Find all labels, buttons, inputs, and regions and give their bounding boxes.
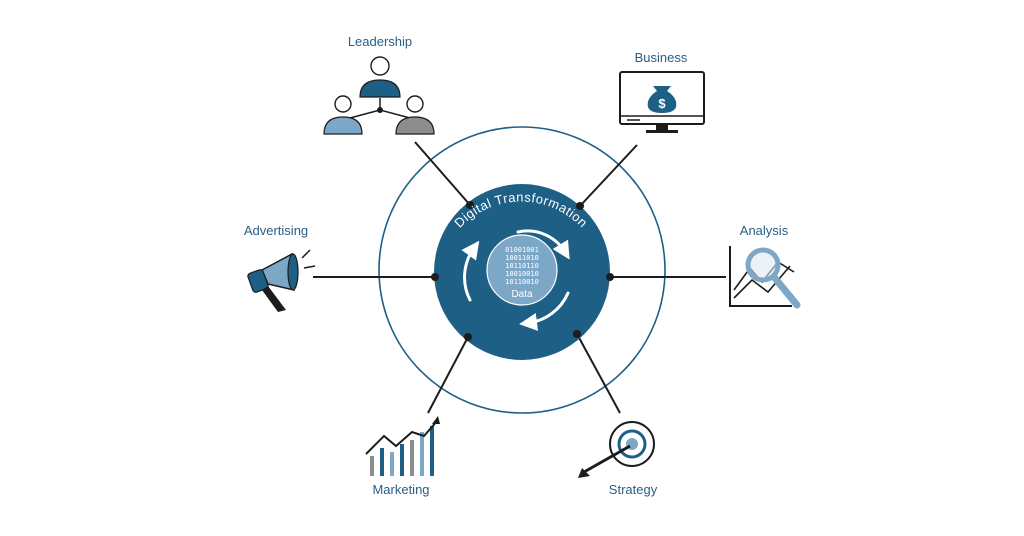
dot-strategy	[573, 330, 581, 338]
target-dart-icon	[578, 421, 655, 478]
binary-block: 01001001 10011010 10110110 10010010 1011…	[505, 246, 539, 286]
label-marketing: Marketing	[372, 482, 429, 497]
binary-line: 10010010	[505, 270, 539, 278]
data-label: Data	[511, 289, 533, 300]
binary-line: 10011010	[505, 254, 539, 262]
dot-advertising	[431, 273, 439, 281]
label-advertising: Advertising	[244, 223, 308, 238]
cycle-arrow-left	[461, 240, 480, 302]
cycle-arrow-right	[519, 291, 570, 331]
binary-line: 01001001	[505, 246, 539, 254]
connector-marketing	[427, 336, 469, 414]
label-business: Business	[635, 50, 688, 65]
people-hierarchy-icon	[323, 56, 435, 135]
binary-line: 10110110	[505, 262, 539, 270]
bar-chart-growth-icon	[365, 416, 440, 476]
binary-line: 10110010	[505, 278, 539, 286]
connection-dots	[431, 201, 614, 341]
dot-marketing	[464, 333, 472, 341]
connector-strategy	[576, 333, 621, 414]
connector-business	[579, 144, 638, 207]
dot-analysis	[606, 273, 614, 281]
cycle-arrows	[461, 229, 570, 331]
dot-business	[576, 202, 584, 210]
megaphone-icon	[247, 249, 316, 312]
label-strategy: Strategy	[609, 482, 658, 497]
outer-ring	[378, 126, 666, 414]
monitor-money-bag-icon: $	[619, 71, 705, 133]
data-circle	[486, 234, 558, 306]
dot-leadership	[466, 201, 474, 209]
label-leadership: Leadership	[348, 34, 412, 49]
connector-leadership	[414, 141, 471, 206]
label-analysis: Analysis	[740, 223, 789, 238]
cycle-arrow-top	[516, 229, 570, 260]
chart-magnifier-icon	[729, 246, 801, 309]
svg-text:$: $	[658, 96, 666, 111]
connector-lines	[313, 141, 726, 414]
